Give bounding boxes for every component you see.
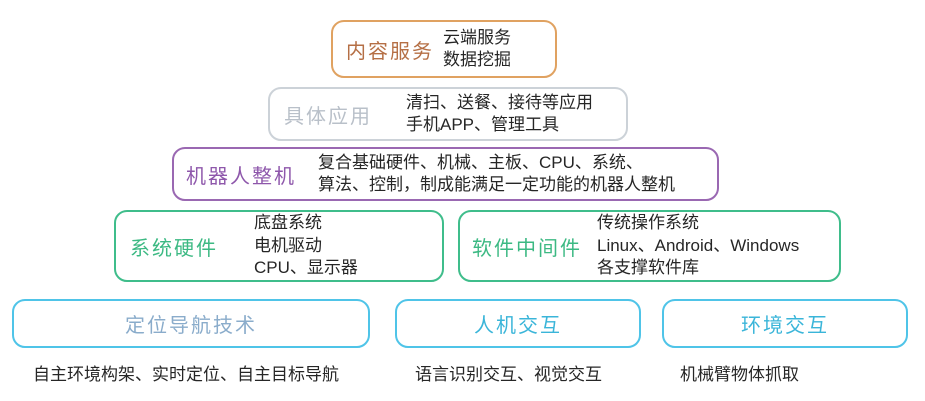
detail-line: 底盘系统 xyxy=(254,213,322,233)
detail-line: 各支撑软件库 xyxy=(597,258,699,278)
detail-line: 复合基础硬件、机械、主板、CPU、系统、 xyxy=(318,152,643,172)
caption-environment-interaction: 机械臂物体抓取 xyxy=(680,365,799,384)
detail-line: Linux、Android、Windows xyxy=(597,235,800,255)
layer-label-robot-unit: 机器人整机 xyxy=(186,165,296,188)
detail-line: 清扫、送餐、接待等应用 xyxy=(406,92,593,112)
layer-details-application: 清扫、送餐、接待等应用 手机APP、管理工具 xyxy=(406,92,593,137)
layer-box-robot-unit: 机器人整机 复合基础硬件、机械、主板、CPU、系统、 算法、控制，制成能满足一定… xyxy=(172,147,719,201)
detail-line: 传统操作系统 xyxy=(597,213,699,233)
layer-label-system-hardware: 系统硬件 xyxy=(130,237,218,260)
detail-line: 数据挖掘 xyxy=(443,50,511,69)
layer-label-software-middleware: 软件中间件 xyxy=(472,237,582,260)
detail-line: 手机APP、管理工具 xyxy=(406,115,560,134)
layer-box-software-middleware: 软件中间件 传统操作系统 Linux、Android、Windows 各支撑软件… xyxy=(458,210,841,282)
detail-line: 云端服务 xyxy=(443,27,511,47)
detail-line: 算法、控制，制成能满足一定功能的机器人整机 xyxy=(318,175,675,194)
layer-label-application: 具体应用 xyxy=(284,105,372,128)
base-label-navigation: 定位导航技术 xyxy=(125,315,257,337)
layer-details-system-hardware: 底盘系统 电机驱动 CPU、显示器 xyxy=(254,212,358,279)
base-box-human-machine-interaction: 人机交互 xyxy=(395,299,641,348)
layer-details-software-middleware: 传统操作系统 Linux、Android、Windows 各支撑软件库 xyxy=(597,212,799,279)
detail-line: CPU、显示器 xyxy=(254,258,358,278)
layer-details-robot-unit: 复合基础硬件、机械、主板、CPU、系统、 算法、控制，制成能满足一定功能的机器人… xyxy=(318,152,675,197)
caption-navigation: 自主环境构架、实时定位、自主目标导航 xyxy=(33,365,339,384)
caption-human-machine-interaction: 语言识别交互、视觉交互 xyxy=(415,365,602,384)
base-box-environment-interaction: 环境交互 xyxy=(662,299,908,348)
base-label-environment-interaction: 环境交互 xyxy=(741,315,829,337)
layer-box-system-hardware: 系统硬件 底盘系统 电机驱动 CPU、显示器 xyxy=(114,210,444,282)
base-box-navigation: 定位导航技术 xyxy=(12,299,370,348)
layer-box-content-service: 内容服务 云端服务 数据挖掘 xyxy=(331,20,557,78)
layer-label-content-service: 内容服务 xyxy=(346,40,434,63)
layer-details-content-service: 云端服务 数据挖掘 xyxy=(443,27,511,72)
detail-line: 电机驱动 xyxy=(254,235,322,255)
base-label-human-machine-interaction: 人机交互 xyxy=(474,315,562,337)
layer-box-application: 具体应用 清扫、送餐、接待等应用 手机APP、管理工具 xyxy=(268,87,628,141)
